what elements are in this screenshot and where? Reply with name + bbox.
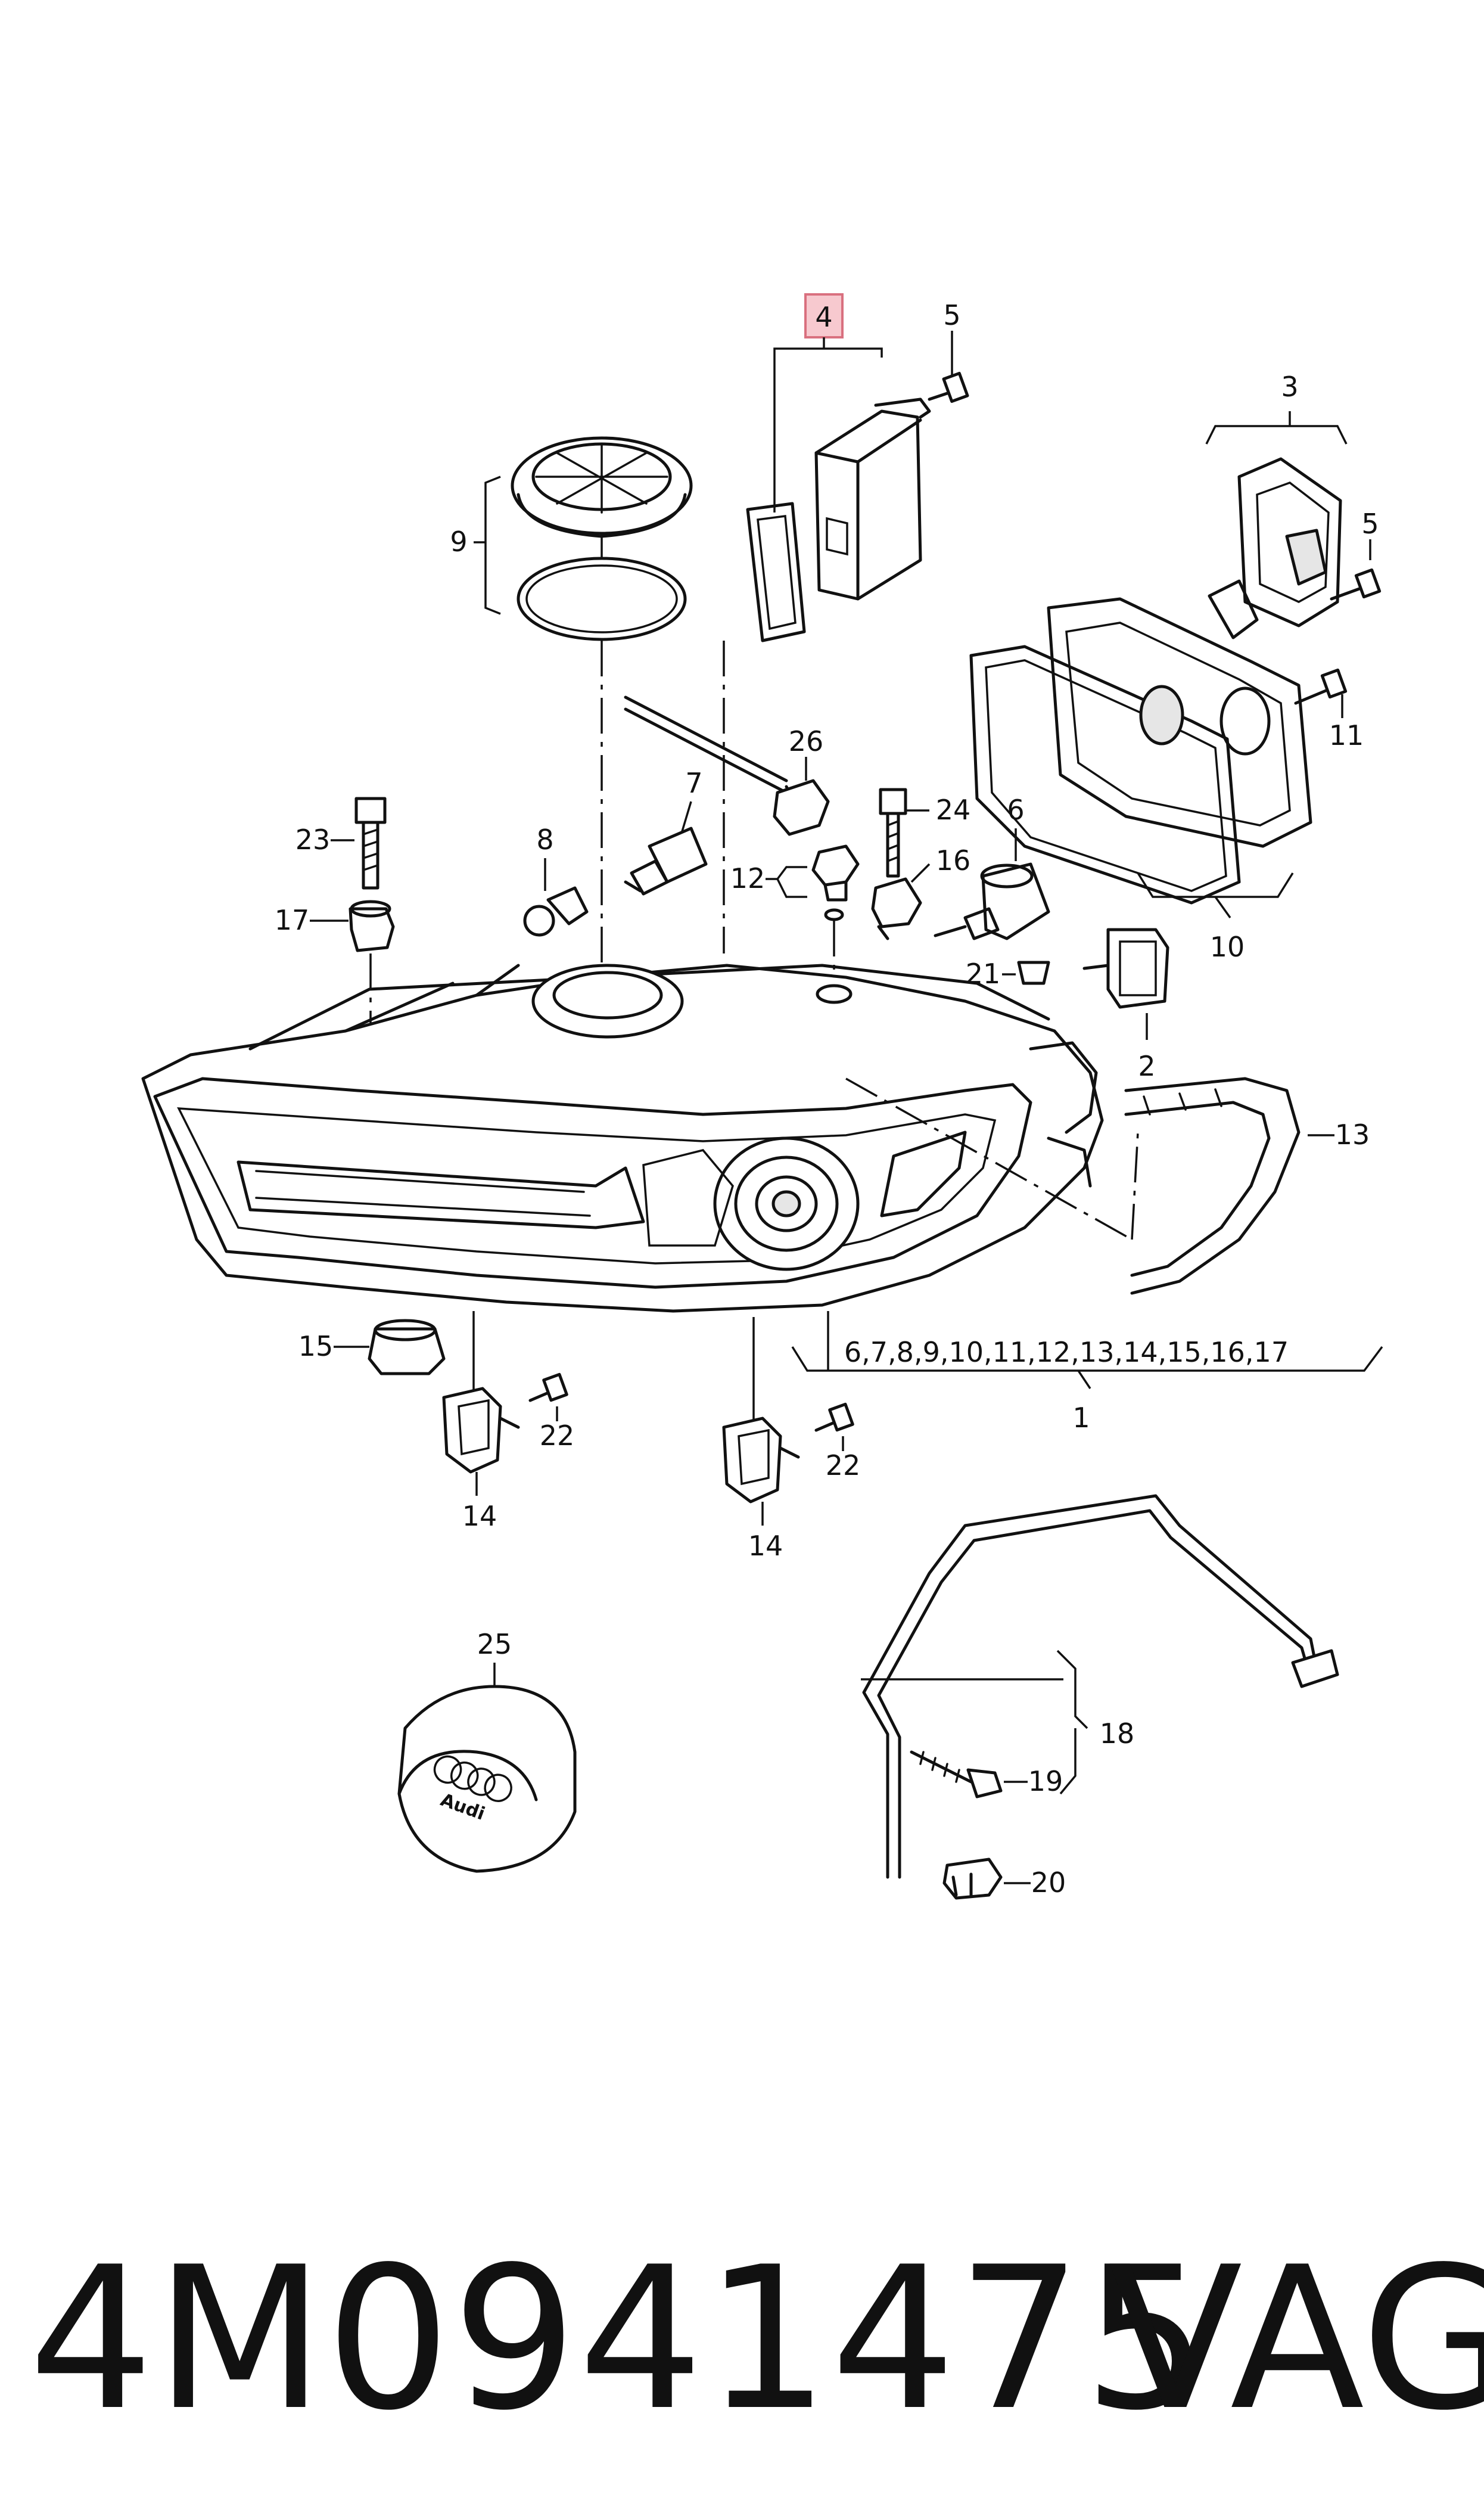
motor-6: 6 [934, 794, 1050, 940]
grommet-15: 15 [298, 1319, 446, 1375]
callout-1: 1 [1072, 1402, 1090, 1434]
brand-label: VAG [1108, 2225, 1484, 2453]
callout-8: 8 [536, 824, 553, 856]
vent-hose-18: 18 19 20 [861, 1494, 1339, 1900]
bulb-8: 8 [523, 824, 589, 937]
callout-13: 13 [1335, 1119, 1370, 1151]
bulb-7: 7 [624, 767, 708, 896]
callout-25: 25 [477, 1628, 512, 1660]
callout-group-1-list: 6,7,8,9,10,11,12,13,14,15,16,17 [844, 1336, 1289, 1368]
seal-strip-13: 13 [1124, 1077, 1370, 1295]
callout-9: 9 [450, 526, 467, 558]
callout-23: 23 [295, 824, 331, 856]
cover-cap-9: 9 [450, 436, 693, 977]
callout-2: 2 [1138, 1050, 1155, 1082]
callout-14-left: 14 [462, 1500, 497, 1532]
callout-12: 12 [730, 862, 766, 894]
headlight-assembly: 6,7,8,9,10,11,12,13,14,15,16,17 1 [141, 964, 1383, 1434]
callout-22-left: 22 [540, 1420, 575, 1452]
callout-5-right: 5 [1361, 508, 1379, 540]
callout-5-top: 5 [943, 299, 960, 331]
bracket-14-left: 14 22 [442, 1311, 575, 1532]
callout-7: 7 [685, 767, 702, 799]
callout-26: 26 [789, 725, 824, 757]
callout-4: 4 [815, 301, 832, 333]
callout-17: 17 [275, 904, 310, 936]
callout-21: 21 [966, 958, 1001, 990]
callout-22-center: 22 [826, 1449, 861, 1481]
callout-19: 19 [1028, 1765, 1063, 1797]
cap-21-and-igniter-2: 21 2 [966, 928, 1169, 1082]
logo-cover-25: 25 Audi [397, 1628, 577, 1873]
part-number-label: 4M0941475 [29, 2225, 1210, 2453]
screw-23-and-adjuster-17: 23 17 [275, 797, 395, 1025]
callout-15: 15 [298, 1330, 334, 1362]
callout-3: 3 [1281, 371, 1298, 403]
callout-18: 18 [1100, 1717, 1135, 1750]
callout-14-center: 14 [748, 1530, 783, 1562]
bracket-14-center: 14 22 [722, 1317, 861, 1562]
callout-11: 11 [1329, 719, 1364, 751]
control-unit-4: 4 5 [746, 293, 969, 642]
wiring-harness-26: 26 [624, 641, 830, 953]
adjuster-12-16-24: 12 24 16 [730, 788, 971, 989]
callout-24: 24 [936, 794, 971, 826]
callout-20: 20 [1031, 1866, 1066, 1899]
cover-3-and-gasket-10: 3 5 10 11 [969, 371, 1382, 963]
callout-6: 6 [1007, 794, 1024, 826]
callout-10: 10 [1210, 931, 1245, 963]
callout-16: 16 [936, 844, 971, 877]
parts-diagram: 4 5 9 3 5 [141, 293, 1383, 1900]
